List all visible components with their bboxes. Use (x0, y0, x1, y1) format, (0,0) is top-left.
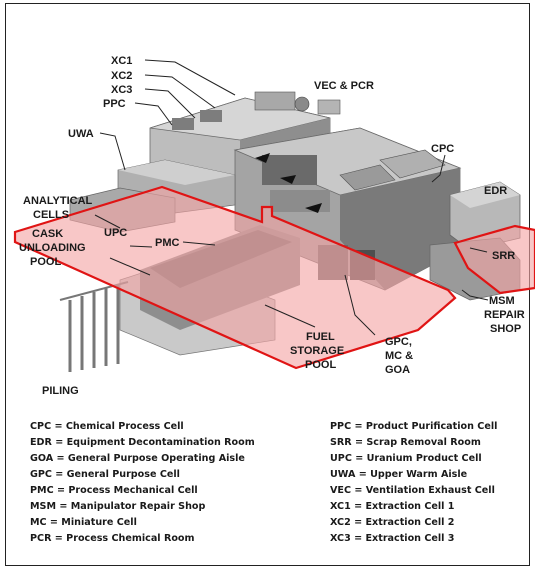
label-vec-pcr: VEC & PCR (314, 80, 374, 92)
legend-item: UPC = Uranium Product Cell (330, 453, 482, 464)
legend-item: CPC = Chemical Process Cell (30, 421, 184, 432)
label-msm-line3: SHOP (490, 323, 521, 335)
legend-column-left: CPC = Chemical Process Cell EDR = Equipm… (30, 419, 315, 547)
label-analytical-line2: CELLS (33, 209, 69, 221)
legend-item: XC1 = Extraction Cell 1 (330, 501, 455, 512)
label-cpc: CPC (431, 143, 454, 155)
legend-item: EDR = Equipment Decontamination Room (30, 437, 255, 448)
label-cask-line3: POOL (30, 256, 61, 268)
label-fuel-line1: FUEL (306, 331, 335, 343)
label-analytical-line1: ANALYTICAL (23, 195, 93, 207)
label-gpc-line2: MC & (385, 350, 413, 362)
legend-item: GOA = General Purpose Operating Aisle (30, 453, 245, 464)
label-xc3: XC3 (111, 84, 132, 96)
label-pmc: PMC (155, 237, 180, 249)
legend-item: GPC = General Purpose Cell (30, 469, 180, 480)
label-uwa: UWA (68, 128, 94, 140)
legend-item: VEC = Ventilation Exhaust Cell (330, 485, 495, 496)
label-edr: EDR (484, 185, 507, 197)
legend-item: UWA = Upper Warm Aisle (330, 469, 468, 480)
legend-item: PMC = Process Mechanical Cell (30, 485, 198, 496)
label-gpc-line1: GPC, (385, 336, 412, 348)
legend-item: XC3 = Extraction Cell 3 (330, 533, 455, 544)
label-fuel-line2: STORAGE (290, 345, 344, 357)
label-msm-line1: MSM (489, 295, 515, 307)
highlight-fuel-area (13, 185, 457, 370)
legend-item: XC2 = Extraction Cell 2 (330, 517, 455, 528)
highlight-srr-area (453, 224, 535, 295)
label-cask-line2: UNLOADING (19, 242, 86, 254)
piling-columns (59, 281, 129, 372)
label-ppc: PPC (103, 98, 126, 110)
legend-item: PCR = Process Chemical Room (30, 533, 195, 544)
label-srr: SRR (492, 250, 515, 262)
label-msm-line2: REPAIR (484, 309, 525, 321)
legend-item: MC = Miniature Cell (30, 517, 137, 528)
label-piling: PILING (42, 385, 79, 397)
label-xc2: XC2 (111, 70, 132, 82)
label-cask-line1: CASK (32, 228, 63, 240)
legend-item: SRR = Scrap Removal Room (330, 437, 481, 448)
label-xc1: XC1 (111, 55, 132, 67)
label-upc: UPC (104, 227, 127, 239)
legend-item: MSM = Manipulator Repair Shop (30, 501, 206, 512)
legend-column-right: PPC = Product Purification Cell SRR = Sc… (330, 419, 525, 547)
label-gpc-line3: GOA (385, 364, 410, 376)
legend-item: PPC = Product Purification Cell (330, 421, 498, 432)
label-fuel-line3: POOL (305, 359, 336, 371)
leader-lines (94, 59, 489, 336)
